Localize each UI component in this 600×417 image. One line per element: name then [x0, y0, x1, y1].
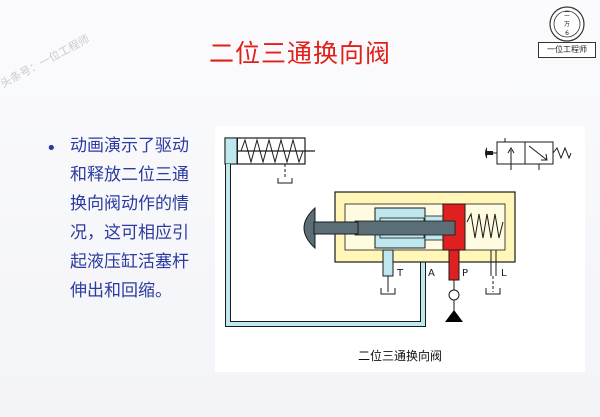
cylinder [224, 137, 315, 184]
label-port-l: L [501, 268, 507, 279]
bullet-text: 动画演示了驱动和释放二位三通换向阀动作的情况，这可相应引起液压缸活塞杆伸出和回缩… [70, 136, 189, 301]
valve-symbol-icon [485, 138, 572, 170]
return-spring [466, 212, 504, 239]
label-port-t: T [396, 268, 404, 279]
port-p [445, 249, 463, 322]
label-port-p: P [462, 268, 468, 279]
diagram-panel: T A P L 二位三通换向阀 [215, 126, 585, 372]
logo-glyph-3: 6 [565, 30, 569, 37]
logo-glyph-2: 万 [564, 21, 570, 28]
push-button [303, 206, 359, 250]
slide-title: 二位三通换向阀 [208, 39, 391, 68]
port-t [380, 249, 396, 295]
port-l [485, 250, 501, 295]
logo-glyph-1: 二 [564, 11, 570, 18]
valve-spool [354, 203, 466, 251]
valve-diagram: T A P L 二位三通换向阀 [224, 137, 572, 363]
logo-icon: 二 万 6 [549, 6, 585, 42]
logo-text: 一位工程师 [538, 42, 596, 58]
label-port-a: A [428, 268, 435, 279]
bullet-marker: • [46, 138, 57, 159]
fluid-line-a [225, 164, 426, 327]
diagram-caption: 二位三通换向阀 [358, 348, 442, 363]
